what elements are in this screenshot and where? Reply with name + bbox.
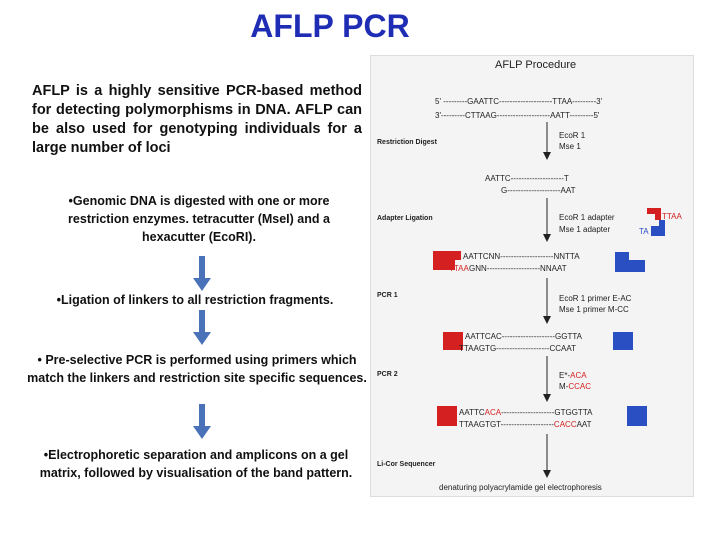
pcr2-primer-e: E*-ACA	[559, 371, 587, 380]
ligated-bottom: GNN--------------------NNAAT	[469, 264, 567, 273]
label-pcr2: PCR 2	[377, 371, 398, 378]
label-adapter-ligation: Adapter Ligation	[377, 215, 433, 222]
ligated-bottom-tag: TTAA	[449, 264, 470, 273]
ligated-top: AATTCNN--------------------NNTTA	[463, 252, 580, 261]
pcr2-bottom: TTAAGTGT--------------------CACCAAT	[459, 420, 592, 429]
pcr1-primer-mse1: Mse 1 primer M-CC	[559, 305, 629, 314]
step-ligation: •Ligation of linkers to all restriction …	[56, 293, 334, 307]
pcr1-ecor1-block	[443, 332, 463, 350]
ligated-mse1-block	[615, 260, 645, 272]
ligated-ecor1-block	[433, 260, 455, 270]
adapter-tag-ta: TA	[639, 227, 649, 236]
down-arrow-icon	[543, 122, 551, 160]
figure-title: AFLP Procedure	[495, 59, 576, 71]
down-arrow-icon	[543, 278, 551, 324]
digest-fragment-bottom: G--------------------AAT	[501, 186, 576, 195]
step-electrophoresis: •Electrophoretic separation and amplicon…	[39, 448, 353, 480]
adapter-tag-ttaa: TTAA	[662, 212, 683, 221]
label-pcr1: PCR 1	[377, 292, 398, 299]
ecor1-adapter-block	[647, 208, 661, 214]
pcr1-top: AATTCAC--------------------GGTTA	[465, 332, 583, 341]
adapter-mse1: Mse 1 adapter	[559, 225, 610, 234]
pcr1-bottom: TTAAGTG--------------------CCAAT	[459, 344, 576, 353]
pcr2-ecor1-block	[437, 406, 457, 426]
seq-top: 5' ---------GAATTC--------------------TT…	[435, 97, 603, 106]
mse1-adapter-block	[659, 220, 665, 236]
pcr2-primer-m: M-CCAC	[559, 382, 591, 391]
down-arrow-icon	[543, 356, 551, 402]
intro-paragraph: AFLP is a highly sensitive PCR-based met…	[32, 83, 362, 156]
page-title: AFLP PCR	[0, 8, 728, 45]
pcr1-mse1-block	[613, 332, 633, 350]
down-arrow-icon	[193, 256, 211, 291]
pcr2-top: AATTCACA--------------------GTGGTTA	[459, 408, 593, 417]
ligated-mse1-block	[615, 252, 629, 260]
digest-enzyme-ecor1: EcoR 1	[559, 131, 586, 140]
down-arrow-icon	[543, 198, 551, 242]
pcr1-primer-ecor1: EcoR 1 primer E-AC	[559, 294, 632, 303]
ligated-ecor1-block	[433, 251, 461, 260]
pcr2-mse1-block	[627, 406, 647, 426]
down-arrow-icon	[193, 310, 211, 345]
adapter-ecor1: EcoR 1 adapter	[559, 213, 615, 222]
ecor1-adapter-block	[655, 214, 661, 220]
step-preselective-pcr: • Pre-selective PCR is performed using p…	[27, 353, 367, 385]
title-text: AFLP PCR	[250, 8, 410, 44]
label-licor-sequencer: Li-Cor Sequencer	[377, 461, 436, 468]
down-arrow-icon	[193, 404, 211, 439]
seq-bottom: 3'---------CTTAAG--------------------AAT…	[435, 111, 600, 120]
aflp-procedure-figure: AFLP Procedure 5' ---------GAATTC-------…	[370, 55, 694, 497]
final-step: denaturing polyacrylamide gel electropho…	[439, 483, 602, 492]
digest-fragment-top: AATTC--------------------T	[485, 174, 569, 183]
down-arrow-icon	[543, 434, 551, 478]
digest-enzyme-mse1: Mse 1	[559, 142, 581, 151]
label-restriction-digest: Restriction Digest	[377, 139, 438, 146]
mse1-adapter-block	[651, 226, 659, 236]
procedure-diagram: AFLP Procedure 5' ---------GAATTC-------…	[377, 59, 683, 492]
step-digest: •Genomic DNA is digested with one or mor…	[68, 194, 330, 244]
